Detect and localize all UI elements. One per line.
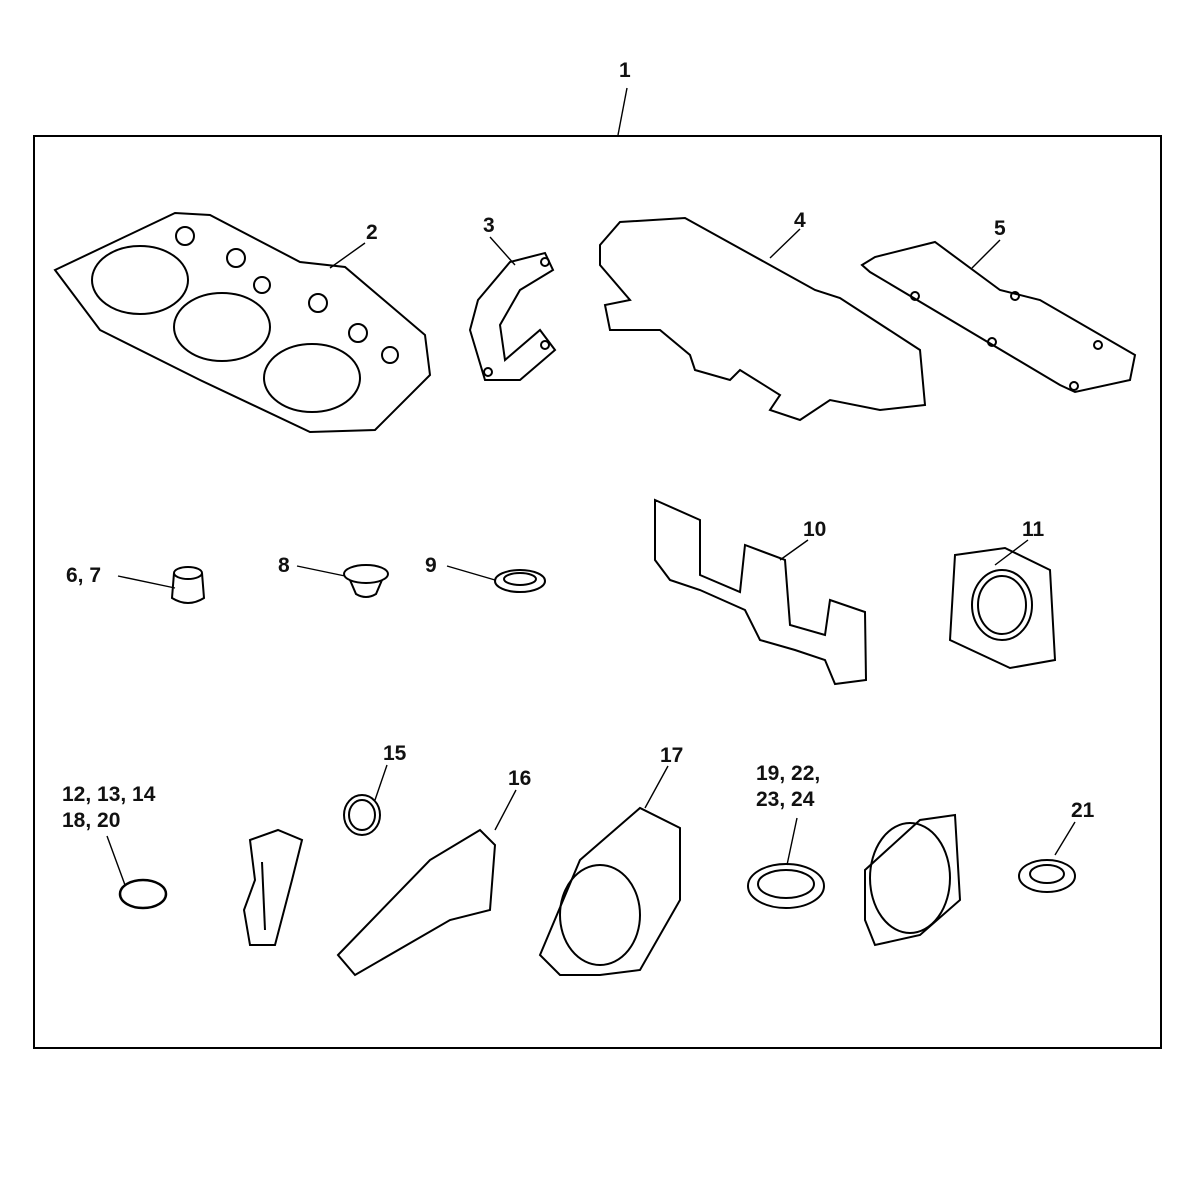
seal-ring-9-icon: [494, 569, 546, 593]
callout-21: 21: [1071, 799, 1095, 822]
rocker-cover-gasket-icon: [599, 216, 927, 422]
sealing-washer-icon: [747, 863, 825, 909]
callout-8: 8: [278, 554, 290, 577]
callout-4: 4: [794, 209, 806, 232]
o-ring-15-icon: [343, 794, 381, 836]
callout-3: 3: [483, 214, 495, 237]
callout-6-7: 6, 7: [66, 564, 102, 587]
gasket-bracket-icon: [242, 828, 304, 946]
callout-15: 15: [383, 742, 407, 765]
washer-21-icon: [1018, 859, 1076, 893]
valve-stem-seal-icon: [170, 566, 206, 604]
gasket-5-icon: [860, 240, 1137, 394]
seal-8-icon: [343, 564, 389, 598]
callout-19-22-23-24: 19, 22, 23, 24: [756, 762, 821, 811]
callout-9: 9: [425, 554, 437, 577]
callout-2: 2: [366, 221, 378, 244]
callout-11: 11: [1022, 518, 1045, 541]
callout-1: 1: [619, 59, 631, 82]
exhaust-manifold-gasket-icon: [654, 498, 868, 686]
callout-12-13-14-18-20: 12, 13, 14 18, 20: [62, 783, 156, 832]
gasket-17-icon: [538, 806, 681, 976]
leader-1: [617, 87, 628, 136]
o-ring-icon: [118, 878, 168, 910]
kit-boundary-frame: [33, 135, 1162, 1049]
gasket-11-icon: [948, 546, 1057, 670]
callout-17: 17: [660, 744, 684, 767]
water-pump-gasket-icon: [336, 828, 497, 977]
cylinder-head-gasket-icon: [53, 211, 432, 434]
callout-16: 16: [508, 767, 532, 790]
callout-5: 5: [994, 217, 1006, 240]
callout-10: 10: [803, 518, 827, 541]
gasket-flange-icon: [864, 813, 962, 947]
gasket-3-icon: [468, 251, 557, 381]
